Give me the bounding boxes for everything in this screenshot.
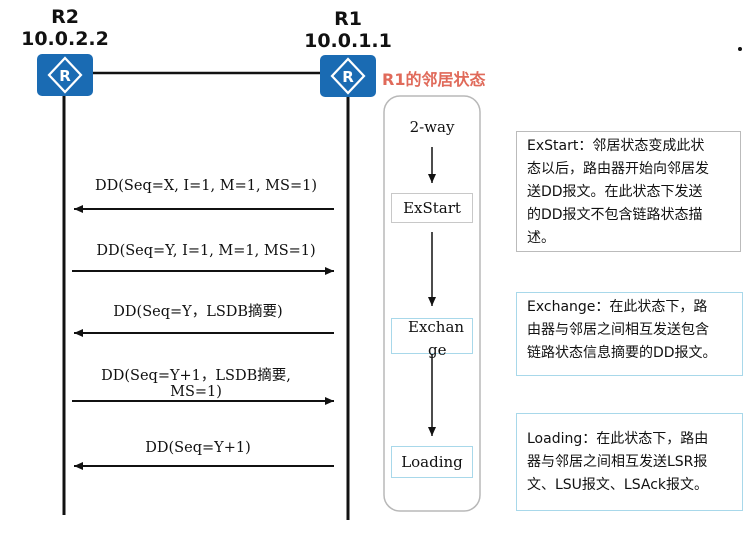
note-line: 链路状态信息摘要的DD报文。 — [527, 345, 717, 361]
note-line: Loading：在此状态下，路由 — [527, 431, 709, 447]
note-line: 文、LSU报文、LSAck报文。 — [527, 477, 709, 493]
svg-text:R: R — [59, 67, 71, 85]
msg-label-1: DD(Seq=X, I=1, M=1, MS=1) — [95, 178, 317, 194]
r2-label: R2 10.0.2.2 — [20, 6, 110, 50]
note-exchange: Exchange：在此状态下，路 由器与邻居之间相互发送包含 链路状态信息摘要的… — [516, 292, 743, 376]
state-exchange-line1: Exchan — [408, 318, 465, 336]
note-line: 器与邻居之间相互发送LSR报 — [527, 454, 708, 470]
note-line: 送DD报文。在此状态下发送 — [527, 184, 703, 200]
note-line: 态以后，路由器开始向邻居发 — [527, 161, 709, 177]
state-loading: Loading — [391, 446, 473, 478]
r2-ip: 10.0.2.2 — [21, 28, 109, 50]
note-line: ExStart：邻居状态变成此状 — [527, 138, 705, 154]
r1-router-icon: R — [320, 55, 376, 97]
r1-label: R1 10.0.1.1 — [303, 8, 393, 52]
note-line: 由器与邻居之间相互发送包含 — [527, 322, 709, 338]
decor-dot — [738, 47, 742, 51]
note-line: Exchange：在此状态下，路 — [527, 299, 708, 315]
msg-label-4-line2: MS=1) — [170, 384, 222, 400]
note-line: 述。 — [527, 230, 555, 246]
r2-name: R2 — [51, 6, 79, 28]
msg-label-4: DD(Seq=Y+1，LSDB摘要, MS=1) — [54, 368, 338, 401]
msg-label-5: DD(Seq=Y+1) — [145, 440, 251, 456]
state-exchange-line2: ge — [428, 341, 447, 359]
note-loading: Loading：在此状态下，路由 器与邻居之间相互发送LSR报 文、LSU报文、… — [516, 413, 743, 511]
note-exstart: ExStart：邻居状态变成此状 态以后，路由器开始向邻居发 送DD报文。在此状… — [516, 131, 741, 252]
r1-ip: 10.0.1.1 — [304, 30, 392, 52]
svg-text:R: R — [342, 68, 354, 86]
r1-name: R1 — [334, 8, 362, 30]
msg-label-3: DD(Seq=Y，LSDB摘要) — [113, 304, 283, 320]
state-2way: 2-way — [396, 118, 468, 138]
state-exstart: ExStart — [391, 193, 473, 223]
r2-router-icon: R — [37, 54, 93, 96]
fsm-title: R1的邻居状态 — [382, 70, 486, 89]
note-line: 的DD报文不包含链路状态描 — [527, 207, 703, 223]
state-exchange: Exchan ge — [391, 318, 473, 359]
msg-label-4-line1: DD(Seq=Y+1，LSDB摘要, — [101, 368, 291, 384]
msg-label-2: DD(Seq=Y, I=1, M=1, MS=1) — [96, 243, 316, 259]
